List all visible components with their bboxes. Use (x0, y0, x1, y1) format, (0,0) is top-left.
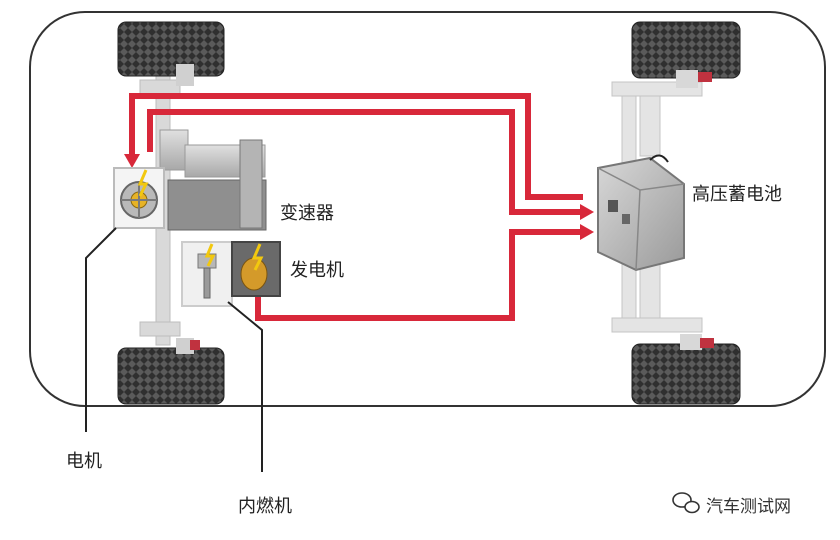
arrow-into-motor (124, 154, 140, 168)
motor-unit (113, 167, 165, 229)
tire-front-right (117, 338, 225, 405)
flow-generator-to-battery (255, 229, 583, 321)
engine-unit (181, 241, 233, 307)
motor-lightning-icon (137, 169, 149, 197)
engine-lightning-icon (204, 243, 216, 267)
energy-flow-lines (129, 93, 583, 321)
wechat-icon (672, 492, 700, 514)
tire-rear-left (631, 21, 741, 88)
flow-arrowheads (124, 154, 594, 240)
gearbox (159, 129, 267, 231)
callout-leaders (85, 227, 263, 472)
generator-unit (231, 241, 281, 297)
arrow-into-battery-1 (580, 204, 594, 220)
watermark-text: 汽车测试网 (706, 497, 791, 517)
chassis-outline (29, 11, 826, 407)
generator-label: 发电机 (290, 260, 344, 281)
engine-callout-line (227, 301, 263, 472)
battery-label: 高压蓄电池 (692, 184, 782, 205)
high-voltage-battery (597, 154, 685, 272)
flow-battery-to-motor-outer (129, 93, 583, 200)
motor-callout-line (85, 227, 117, 432)
gearbox-label: 变速器 (280, 203, 334, 224)
motor-label: 电机 (66, 451, 102, 472)
engine-label: 内燃机 (238, 496, 292, 517)
arrow-into-battery-2 (580, 224, 594, 240)
generator-lightning-icon (251, 243, 264, 271)
tire-front-left (117, 21, 225, 86)
tire-rear-right (631, 334, 741, 405)
flow-battery-to-motor-inner (147, 109, 583, 215)
